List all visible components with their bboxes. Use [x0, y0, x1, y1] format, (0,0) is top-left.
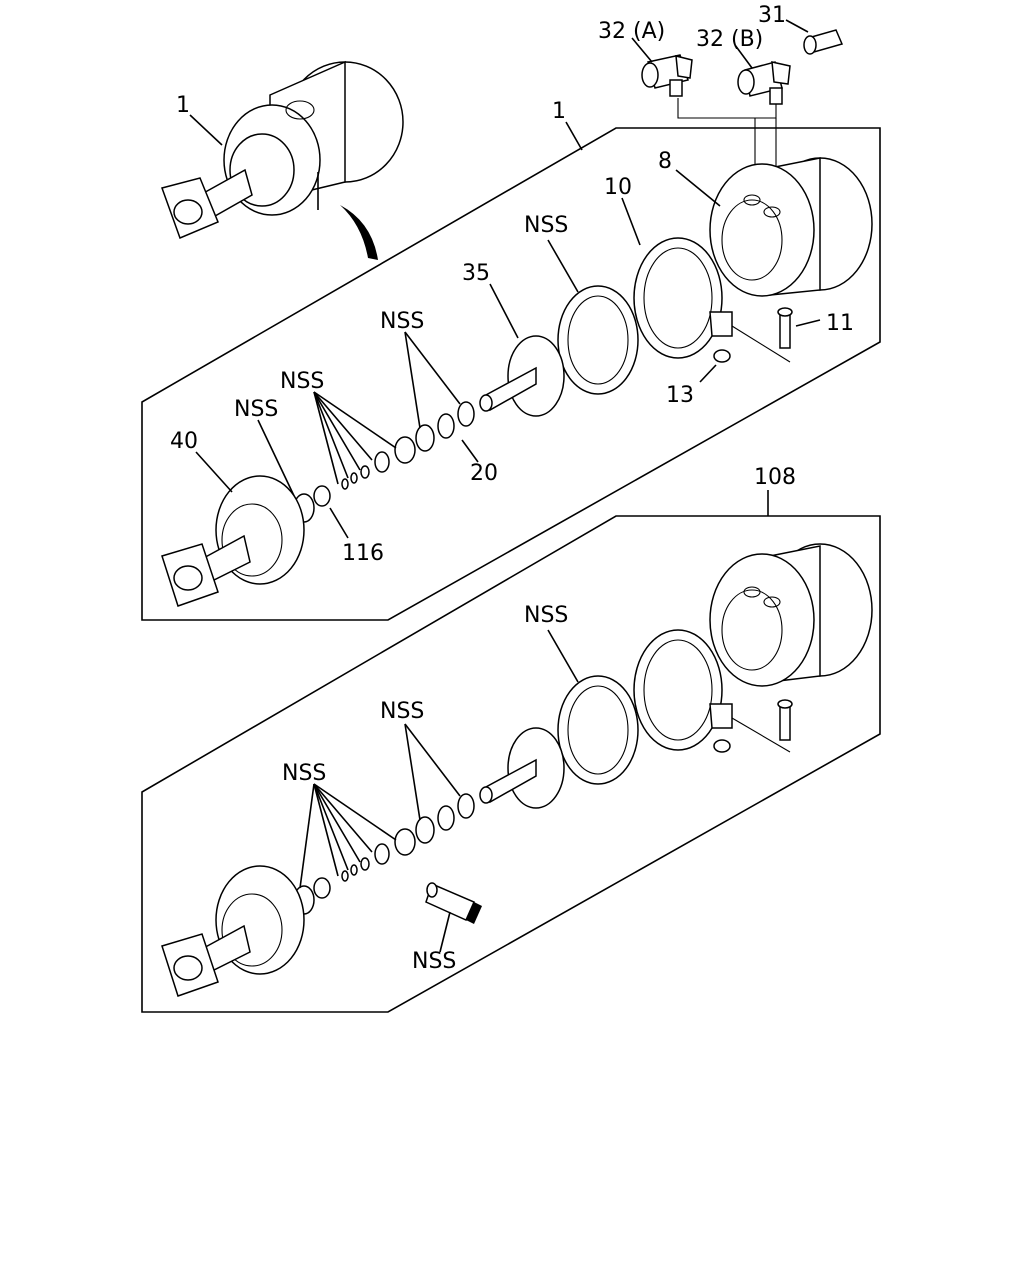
plug-108: [425, 882, 482, 924]
spring-chamber-housing-108: [709, 543, 873, 687]
diaphragm-108: [557, 675, 639, 785]
label-nss-2c: NSS: [282, 761, 326, 786]
label-10: 10: [604, 175, 632, 200]
panel-108-outline: [141, 515, 881, 1013]
fitting-32b: [737, 61, 791, 105]
label-20: 20: [470, 461, 498, 486]
label-nss-2a: NSS: [524, 603, 568, 628]
label-116: 116: [342, 541, 384, 566]
label-40: 40: [170, 429, 198, 454]
label-108: 108: [754, 465, 796, 490]
service-chamber-housing: [161, 475, 305, 607]
fitting-31: [803, 29, 844, 55]
label-11: 11: [826, 311, 854, 336]
push-rod-plate-108: [479, 727, 565, 809]
label-nss-1b: NSS: [380, 309, 424, 334]
push-rod-plate: [479, 335, 565, 417]
spring-chamber-housing: [709, 157, 873, 297]
bolt-11: [777, 307, 793, 349]
rings-set-1: [293, 401, 475, 523]
diaphragm: [557, 285, 639, 395]
bolt-108: [777, 699, 793, 741]
label-13: 13: [666, 383, 694, 408]
label-nss-2b: NSS: [380, 699, 424, 724]
fitting-32a: [641, 54, 693, 97]
label-nss-1a: NSS: [524, 213, 568, 238]
panel-1-outline: [141, 127, 881, 621]
assembly-arrow: [340, 205, 378, 260]
label-1-top: 1: [176, 93, 190, 118]
clamp-ring: [633, 237, 733, 359]
label-32b: 32 (B): [696, 27, 763, 52]
label-nss-2d: NSS: [412, 949, 456, 974]
label-nss-1c: NSS: [280, 369, 324, 394]
label-32a: 32 (A): [598, 19, 665, 44]
label-1-assembly: 1: [552, 99, 566, 124]
label-35: 35: [462, 261, 490, 286]
brake-chamber-assembled: [161, 60, 404, 239]
label-nss-1d: NSS: [234, 397, 278, 422]
service-chamber-housing-108: [161, 865, 305, 997]
label-8: 8: [658, 149, 672, 174]
nut-13: [713, 349, 731, 363]
clamp-ring-108: [633, 629, 733, 751]
nut-108: [713, 739, 731, 753]
label-31: 31: [758, 3, 786, 28]
